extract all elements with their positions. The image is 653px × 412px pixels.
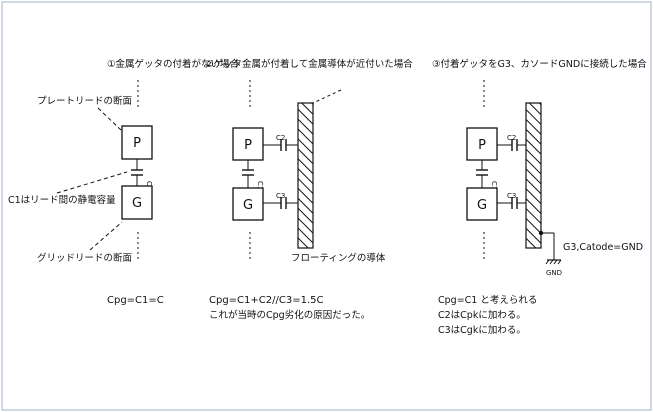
panel2-conductor-note: フローティングの導体 [291,252,386,264]
panel1-note-grid: グリッドリードの断面 [37,252,132,264]
panel3-line2: C2はCpkに加わる。 [438,310,526,321]
panel3-c3-label: C3 [507,192,516,200]
panel2-formula: Cpg=C1+C2//C3=1.5C [209,295,323,306]
panel3-c2-label: C2 [507,134,516,142]
panel3-ground-tick-4 [557,259,562,265]
panel3-c1-label: C1 [490,181,498,190]
panel2-grid-label: G [243,198,253,213]
panel2-c3-label: C3 [276,192,285,200]
panel2-plate-box [232,127,264,161]
panel3-ground-tick-2 [549,259,554,265]
panel3-line3: C3はCgkに加わる。 [438,325,526,336]
panel1-plate-box [121,125,153,160]
panel3-line1: Cpg=C1 と考えられる [438,295,537,306]
panel1-plate-label: P [133,136,141,151]
panel1-note-plate: プレートリードの断面 [37,95,132,107]
panel2-floating-conductor [297,102,314,249]
panel2-conductor-leader [312,89,342,104]
panel3-gnd-label: GND [546,269,562,277]
panel1-note-c1: C1はリード間の静電容量 [8,194,116,206]
panel3-ground-tick-3 [553,259,558,265]
panel1-grid-label: G [132,196,142,211]
panel3-grid-label: G [477,198,487,213]
panel1-leader-c1 [56,171,128,194]
panel1-leader-grid [89,221,123,251]
panel3-plate-label: P [478,138,486,153]
panel3-grid-box [466,187,498,221]
panel2-c1-label: C1 [256,181,264,190]
panel3-heading: ③付着ゲッタをG3、カソードGNDに接続した場合 [432,58,647,70]
panel2-heading: ②ゲッタ金属が付着して金属導体が近付いた場合 [205,58,413,70]
panel1-leader-plate [97,107,122,131]
panel3-getter-conductor [525,102,542,249]
panel2-remark: これが当時のCpg劣化の原因だった。 [209,309,370,321]
panel1-formula: Cpg=C1=C [107,295,164,306]
panel2-c2-label: C2 [276,134,285,142]
panel3-ground-tick-1 [545,259,550,265]
panel2-plate-label: P [244,138,252,153]
panel1-grid-box [121,185,153,220]
panel3-ground-note: G3,Catode=GND [563,242,643,253]
panel1-heading: ①金属ゲッタの付着がない場合 [107,58,240,70]
panel2-grid-box [232,187,264,221]
